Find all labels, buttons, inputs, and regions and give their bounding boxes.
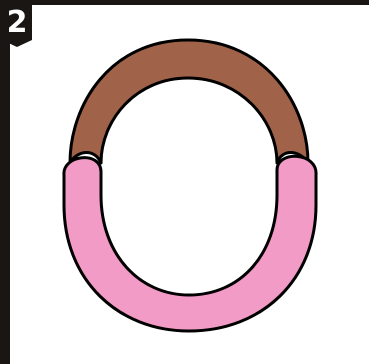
bottom-u-segment [64, 156, 316, 331]
top-arc-segment [70, 40, 308, 163]
step-number: 2 [4, 4, 30, 42]
